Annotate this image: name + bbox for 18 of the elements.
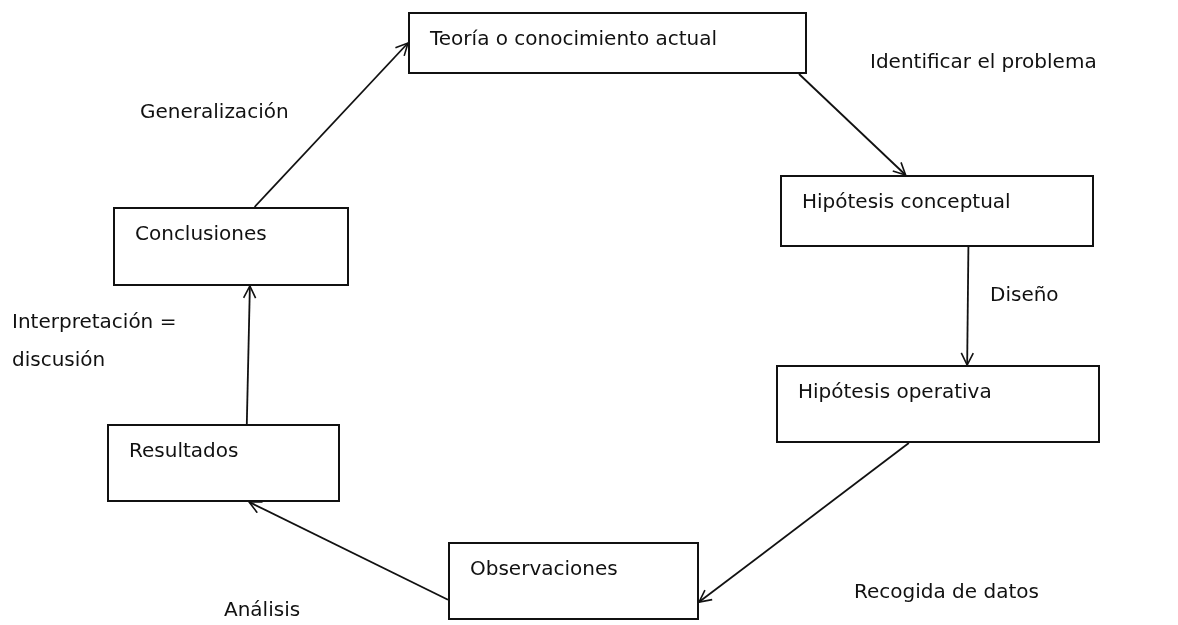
arrow (242, 285, 257, 425)
process-box: Resultados (107, 424, 340, 502)
arrow (253, 42, 409, 208)
process-box: Hipótesis operativa (776, 365, 1100, 443)
arrow (248, 501, 449, 601)
edge-label: Generalización (140, 98, 290, 125)
arrow (698, 442, 910, 603)
edge-label: Identificar el problema (870, 48, 1098, 75)
edge-label: Diseño (990, 281, 1060, 308)
arrow (960, 246, 975, 366)
arrow (798, 73, 907, 176)
edge-label: Interpretación = discusión (12, 308, 178, 373)
edge-label: Recogida de datos (854, 578, 1040, 605)
process-box: Hipótesis conceptual (780, 175, 1094, 247)
process-box: Teoría o conocimiento actual (408, 12, 807, 74)
process-box: Conclusiones (113, 207, 349, 286)
edge-label: Análisis (224, 596, 302, 623)
process-box: Observaciones (448, 542, 699, 620)
